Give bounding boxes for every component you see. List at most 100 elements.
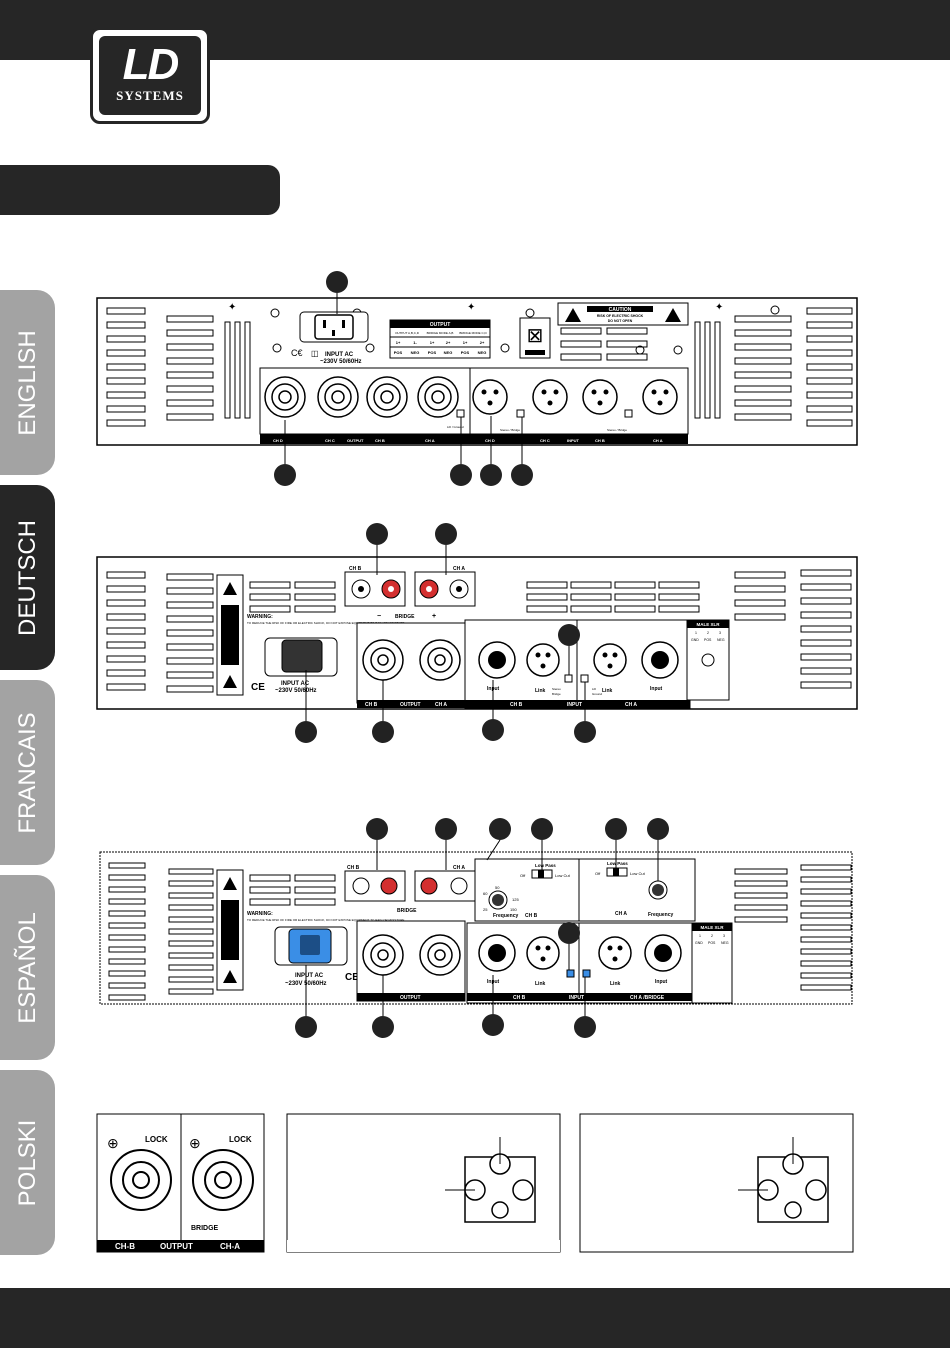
label-ch-a-bridge: CH A /BRIDGE (630, 995, 665, 1001)
tab-espanol[interactable]: ESPAÑOL (0, 875, 55, 1060)
ch-a-label: CH-A (220, 1242, 240, 1251)
rear-panel-2ch: CH B CH A BRIDGE −+ WARNING: TO REDUCE T… (96, 523, 858, 743)
label-ch-d: CH D (273, 438, 283, 443)
tab-polski[interactable]: POLSKI (0, 1070, 55, 1255)
svg-text:✦: ✦ (715, 302, 723, 313)
output-cell: 1+ (463, 340, 468, 345)
label-ch-a: CH A (435, 702, 447, 708)
frequency-label: Frequency (648, 912, 674, 918)
bridge-label: BRIDGE (191, 1225, 219, 1232)
male-xlr-title: MALE XLR (697, 622, 721, 627)
svg-text:◫: ◫ (311, 349, 319, 358)
xlr-pin: NEG (721, 941, 729, 945)
low-cut-label: Low Cut (630, 871, 646, 876)
post-label-ch-b: CH B (349, 566, 362, 572)
logo-ld-text: LD (122, 40, 180, 89)
freq-value: 150 (510, 907, 517, 912)
ld-systems-logo: LD SYSTEMS (90, 27, 210, 124)
stereo-bridge-label: Stereo / Bridge (500, 428, 520, 432)
post-label-ch-a: CH A (453, 865, 465, 871)
tab-label: POLSKI (13, 1119, 41, 1206)
ce-mark: CE (251, 682, 265, 693)
xlr-pin: GND (695, 941, 703, 945)
voltage-label: ~230V 50/60Hz (320, 359, 362, 365)
output-col: BRIDGE MODE C,D (459, 331, 487, 335)
output-cell: NEG (444, 350, 453, 355)
freq-value: 125 (512, 897, 519, 902)
input-ac-label: INPUT AC (295, 973, 324, 979)
svg-text:+: + (432, 613, 436, 620)
frequency-label: Frequency (493, 913, 519, 919)
label-ch-c: CH C (540, 438, 550, 443)
filter-ch-a: CH A (615, 911, 627, 917)
input-label: Input (650, 686, 663, 692)
input-ac-label: INPUT AC (325, 352, 354, 358)
caution-text: RISK OF ELECTRIC SHOCK (597, 314, 644, 318)
freq-value: 25 (483, 907, 488, 912)
caution-title: CAUTION (609, 307, 632, 313)
input-label: Input (655, 979, 668, 985)
low-pass-label: Low Pass (607, 861, 628, 866)
xlr-pin: POS (704, 638, 712, 642)
label-ch-b: CH B (365, 702, 378, 708)
label-ch-b: CH B (513, 995, 526, 1001)
warning-text: TO REDUCE THE RISK OF FIRE OR ELECTRIC S… (247, 918, 404, 922)
freq-value: 60 (483, 891, 488, 896)
output-cell: POS (394, 350, 403, 355)
svg-text:C€: C€ (291, 348, 303, 358)
output-cell: 1+ (396, 340, 401, 345)
output-cell: POS (461, 350, 470, 355)
output-cell: 2+ (446, 340, 451, 345)
label-ch-b: CH B (595, 438, 605, 443)
lift-label: Lift (592, 687, 596, 691)
warning-title: WARNING: (247, 911, 273, 917)
male-xlr-title: MALE XLR (701, 925, 725, 930)
label-ch-d: CH D (485, 438, 495, 443)
label-input: INPUT (567, 438, 580, 443)
link-label: Link (535, 981, 545, 987)
logo-systems-text: SYSTEMS (116, 88, 184, 103)
svg-text:✦: ✦ (467, 302, 475, 313)
output-col: OUTPUT A,B,C,D (395, 331, 420, 335)
label-output: OUTPUT (347, 438, 364, 443)
warning-title: WARNING: (247, 614, 273, 620)
warning-text: TO REDUCE THE RISK OF FIRE OR ELECTRIC S… (247, 621, 404, 625)
output-cell: NEG (411, 350, 420, 355)
xlr-num: 1 (699, 934, 701, 938)
xlr-num: 2 (711, 934, 713, 938)
input-label: INPUT (567, 702, 582, 708)
output-cell: POS (428, 350, 437, 355)
output-col: BRIDGE MODE A,B (427, 331, 454, 335)
output-cell: 1- (413, 340, 417, 345)
link-label: Link (610, 981, 620, 987)
post-label-ch-b: CH B (347, 865, 360, 871)
stereo-bridge-label: Stereo / Bridge (607, 428, 627, 432)
tab-francais[interactable]: FRANCAIS (0, 680, 55, 865)
ground-label: Ground (592, 692, 602, 696)
link-label: Link (602, 688, 612, 694)
off-label: Off (520, 873, 526, 878)
svg-text:−: − (377, 613, 381, 620)
ch-b-label: CH-B (115, 1242, 135, 1251)
input-ac-label: INPUT AC (281, 681, 310, 687)
tab-deutsch[interactable]: DEUTSCH (0, 485, 55, 670)
low-cut-label: Low Cut (555, 873, 571, 878)
svg-text:⊕: ⊕ (189, 1135, 201, 1151)
xlr-num: 2 (707, 631, 709, 635)
section-title-bar (0, 165, 280, 215)
tab-english[interactable]: ENGLISH (0, 290, 55, 475)
freq-value: 50 (495, 885, 500, 890)
label-ch-a: CH A (653, 438, 663, 443)
bridge-small-label: Bridge (552, 692, 561, 696)
output-cell: NEG (478, 350, 487, 355)
label-ch-a: CH A (425, 438, 435, 443)
output-cell: 2+ (480, 340, 485, 345)
tab-label: DEUTSCH (13, 519, 41, 636)
xlr-num: 1 (695, 631, 697, 635)
caution-text: DO NOT OPEN (608, 319, 633, 323)
xlr-pin: POS (708, 941, 716, 945)
voltage-label: ~230V 50/60Hz (275, 688, 317, 694)
lift-ground-label: Lift / Ground (447, 425, 464, 429)
xlr-pin: NEG (717, 638, 725, 642)
rear-panel-4ch: ✦✦✦ C€◫ INPUT AC ~230V 50/60Hz OUTPUT OU… (96, 271, 858, 486)
